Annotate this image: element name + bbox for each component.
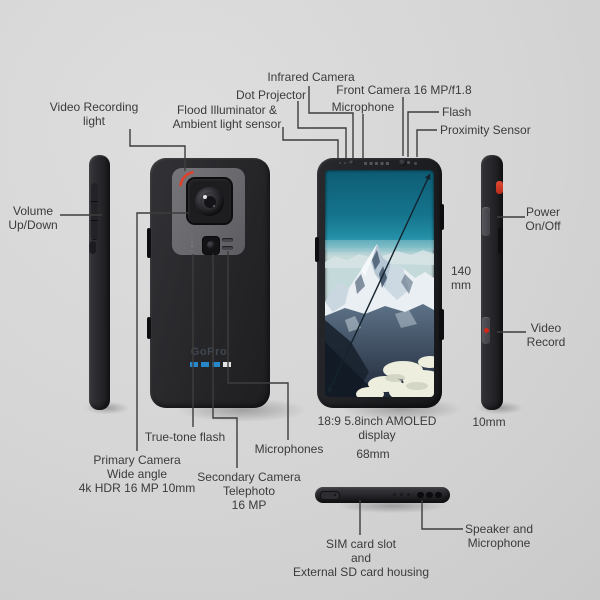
label-volume: Volume Up/Down: [8, 204, 58, 232]
label-microphones-back: Microphones: [254, 442, 324, 456]
port-mark: [393, 493, 396, 496]
leader-flash: [407, 111, 439, 157]
flash-slot: [222, 238, 233, 242]
secondary-camera-lens: [207, 241, 215, 249]
red-accent: [496, 181, 503, 194]
label-primary-camera: Primary Camera Wide angle 4k HDR 16 MP 1…: [78, 453, 196, 495]
label-flood-illuminator: Flood Illuminator & Ambient light sensor: [172, 103, 282, 131]
label-sim-card: SIM card slot and External SD card housi…: [292, 537, 430, 579]
label-speaker: Speaker and Microphone: [464, 522, 534, 550]
leader-speaker: [421, 500, 463, 530]
back-view-edge-button-2: [147, 317, 151, 339]
rear-mic-dot: [191, 236, 194, 239]
volume-rocker: [90, 183, 98, 240]
label-video-record: Video Record: [526, 321, 566, 349]
front-view-record-edge: [439, 309, 444, 340]
flash-slot: [222, 246, 233, 250]
dot-projector-dot: [344, 162, 346, 164]
gopro-logo-square-white: [223, 362, 231, 367]
label-microphone-front: Microphone: [331, 100, 395, 114]
power-button: [482, 207, 490, 236]
label-height-140mm: 140 mm: [450, 264, 472, 292]
label-dot-projector: Dot Projector: [235, 88, 307, 102]
video-recording-light-arc: [179, 171, 194, 187]
speaker-bar: [426, 492, 433, 498]
port-mark: [407, 493, 410, 496]
right-edge-tab: [498, 228, 503, 254]
port-mark: [400, 493, 403, 496]
speaker-bar: [417, 492, 424, 498]
label-width-68mm: 68mm: [356, 447, 390, 461]
sim-tray: [320, 491, 340, 500]
label-infrared-camera: Infrared Camera: [267, 70, 355, 84]
rear-mic-dot: [191, 240, 194, 243]
label-front-camera: Front Camera 16 MP/f1.8: [336, 83, 472, 97]
video-record-button: [482, 317, 490, 344]
gopro-logo-square-blue: [212, 362, 220, 367]
primary-camera-lens: [195, 187, 224, 216]
right-side-view: [481, 155, 503, 410]
flood-illuminator-dot: [339, 162, 341, 164]
label-power: Power On/Off: [525, 205, 561, 233]
label-true-tone-flash: True-tone flash: [144, 430, 226, 444]
back-view: GoPro: [147, 158, 270, 408]
leader-infrared-camera: [308, 86, 354, 158]
gopro-logo-square-blue: [190, 362, 198, 367]
earpiece-microphone-grille: [364, 162, 390, 165]
leader-primary-camera: [136, 212, 188, 451]
primary-camera-module: [186, 177, 233, 225]
rear-mic-dot: [191, 249, 194, 253]
bottom-edge-view: [315, 487, 450, 503]
record-red-dot: [483, 328, 489, 333]
left-side-view: [89, 155, 110, 410]
back-view-edge-button: [147, 228, 151, 258]
speaker-bar: [435, 492, 442, 498]
label-video-recording-light: Video Recording light: [49, 100, 139, 128]
leader-proximity-sensor: [416, 129, 437, 157]
leader-microphones-back: [227, 251, 289, 440]
leader-video-recording-light: [129, 129, 186, 171]
gopro-logo-square-blue: [201, 362, 209, 367]
infrared-camera-dot: [349, 160, 354, 165]
gopro-logo: GoPro: [190, 346, 228, 358]
leader-dot-projector: [297, 101, 347, 158]
label-secondary-camera: Secondary Camera Telephoto 16 MP: [197, 470, 301, 512]
front-view-power-edge: [440, 204, 444, 230]
flash-dot: [406, 161, 410, 164]
secondary-camera-module: [202, 236, 220, 255]
leader-flood-illuminator: [282, 127, 339, 158]
label-thickness-10mm: 10mm: [472, 415, 506, 429]
leader-secondary-camera: [212, 254, 238, 468]
rear-mic-dot: [191, 245, 194, 248]
front-camera-dot: [399, 159, 406, 166]
screen-diagonal-arrow: [327, 173, 431, 394]
side-button: [89, 241, 96, 254]
front-view-volume-edge: [315, 237, 319, 262]
sim-pinhole: [334, 494, 336, 496]
label-display: 18:9 5.8inch AMOLED display: [317, 414, 437, 442]
label-proximity-sensor: Proximity Sensor: [440, 123, 531, 137]
label-flash: Flash: [442, 105, 472, 119]
proximity-sensor-dot: [414, 162, 417, 165]
